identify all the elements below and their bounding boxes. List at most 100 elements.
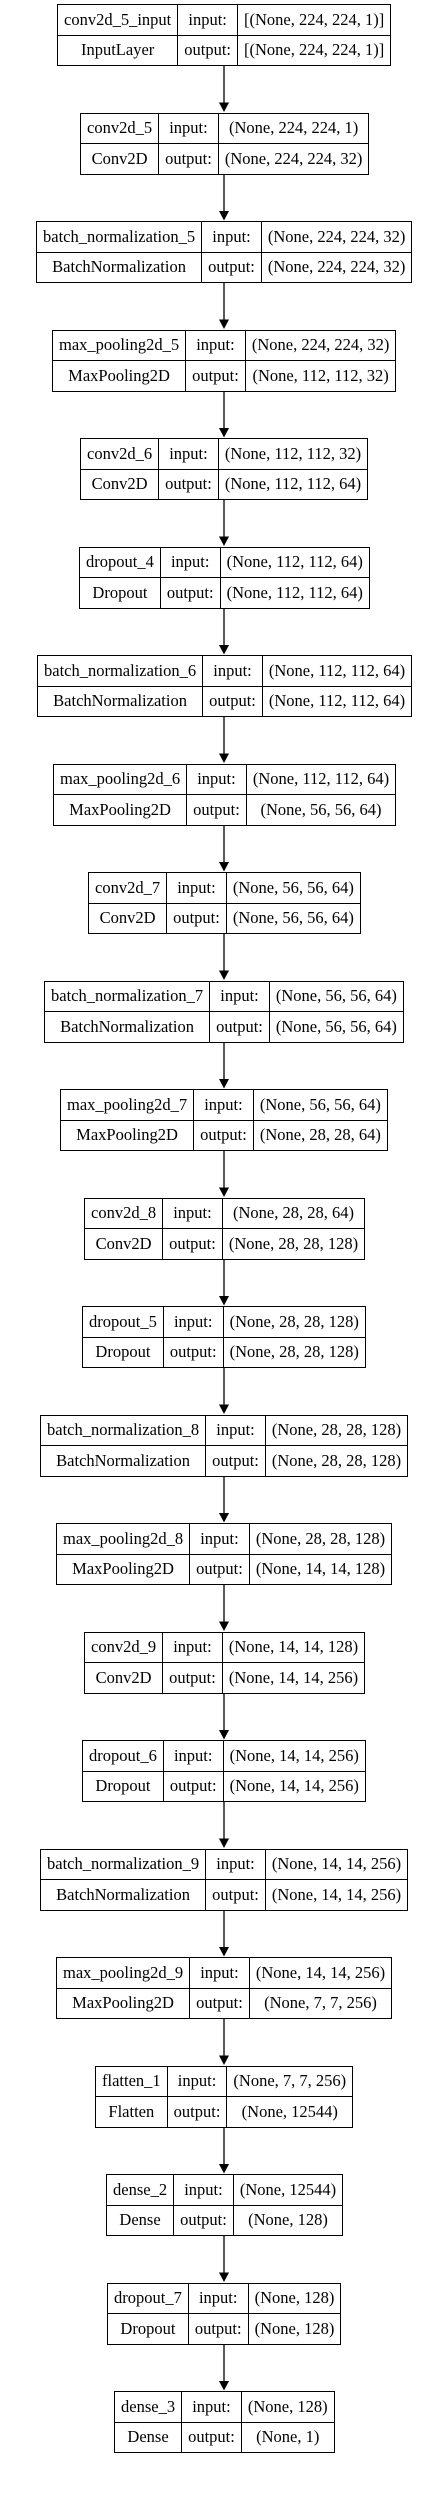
- shape-labels: input:output:: [166, 873, 226, 933]
- layer-name: dense_2: [113, 2179, 168, 2199]
- output-shape: (None, 14, 14, 256): [223, 1770, 365, 1802]
- layer-name: max_pooling2d_7: [67, 1094, 188, 1114]
- arrow-head: [219, 1079, 229, 1089]
- shape-values: (None, 224, 224, 32)(None, 224, 224, 32): [260, 222, 412, 282]
- shape-values: (None, 28, 28, 128)(None, 28, 28, 128): [222, 1307, 365, 1367]
- input-label: input:: [212, 226, 251, 246]
- output-shape: (None, 224, 224, 32): [218, 143, 369, 174]
- output-label: output:: [187, 794, 246, 825]
- arrow-head: [219, 1838, 229, 1848]
- output-shape: (None, 112, 112, 64): [220, 577, 369, 608]
- layer-type: InputLayer: [58, 34, 178, 66]
- shape-labels: input:output:: [162, 1741, 223, 1801]
- input-shape: (None, 128): [254, 2288, 335, 2307]
- shape-values: (None, 128)(None, 1): [240, 2392, 334, 2452]
- layer-type: Dense: [107, 2204, 174, 2236]
- shape-values: (None, 14, 14, 256)(None, 7, 7, 256): [248, 1958, 392, 2018]
- output-label: output:: [174, 2204, 233, 2236]
- layer-name: flatten_1: [102, 2071, 161, 2090]
- input-shape: (None, 112, 112, 32): [224, 443, 362, 463]
- layer-name: max_pooling2d_9: [63, 1962, 184, 1982]
- arrow-head: [219, 319, 229, 329]
- input-label: input:: [220, 986, 259, 1005]
- layer-type: BatchNormalization: [41, 1445, 206, 1476]
- output-shape: (None, 12544): [227, 2096, 353, 2127]
- shape-values: (None, 14, 14, 256)(None, 14, 14, 256): [222, 1741, 365, 1802]
- arrow-head: [219, 970, 229, 980]
- layer-type: Dropout: [83, 1770, 163, 1802]
- layer-name: batch_normalization_6: [44, 660, 197, 680]
- shape-labels: input:output:: [162, 1198, 222, 1259]
- output-shape: (None, 112, 112, 32): [245, 360, 396, 391]
- arrow-head: [219, 1621, 229, 1631]
- shape-labels: input:output:: [158, 439, 218, 499]
- arrow-head: [219, 1296, 229, 1306]
- output-label: output:: [194, 1119, 253, 1151]
- output-label: output:: [188, 2313, 248, 2344]
- output-label: output:: [167, 902, 226, 934]
- layer-type: Dropout: [108, 2313, 188, 2344]
- shape-labels: input: output:: [173, 2175, 233, 2235]
- layer-name: batch_normalization_9: [47, 1854, 200, 1873]
- input-shape: (None, 14, 14, 256): [255, 1962, 386, 1982]
- input-label: input:: [204, 1094, 243, 1114]
- shape-values: (None, 224, 224, 1)(None, 224, 224, 32): [217, 113, 369, 174]
- input-label: input:: [177, 2071, 217, 2090]
- layer-name: max_pooling2d_8: [63, 1528, 184, 1548]
- output-label: output:: [190, 1553, 249, 1585]
- arrow-head: [219, 2055, 229, 2065]
- layer-name: conv2d_9: [91, 1637, 157, 1656]
- input-label: input:: [173, 1311, 213, 1331]
- input-label: input:: [184, 2179, 223, 2199]
- input-shape: (None, 28, 28, 128): [229, 1311, 359, 1331]
- output-shape: (None, 56, 56, 64): [269, 1011, 403, 1042]
- shape-labels: input:output:: [189, 1958, 249, 2018]
- shape-labels: input: output:: [189, 1524, 249, 1584]
- layer-type: Flatten: [96, 2096, 167, 2127]
- input-label: input:: [169, 118, 208, 137]
- shape-values: (None, 7, 7, 256)(None, 12544): [226, 2066, 353, 2127]
- input-shape: (None, 28, 28, 128): [255, 1528, 386, 1548]
- arrow-head: [219, 1513, 229, 1523]
- input-shape: (None, 56, 56, 64): [275, 986, 397, 1005]
- layer-name: batch_normalization_8: [47, 1420, 200, 1439]
- input-label: input:: [200, 1528, 239, 1548]
- layer-type: BatchNormalization: [45, 1011, 210, 1042]
- output-label: output:: [190, 1987, 249, 2019]
- input-shape: (None, 112, 112, 64): [226, 552, 363, 571]
- layer-name: conv2d_5_input: [64, 9, 172, 29]
- output-shape: (None, 14, 14, 256): [222, 1662, 365, 1693]
- arrow-head: [219, 862, 229, 872]
- shape-labels: input:output:: [185, 330, 245, 391]
- shape-labels: input:output:: [202, 656, 262, 716]
- shape-values: (None, 56, 56, 64)(None, 28, 28, 64): [252, 1090, 387, 1150]
- shape-labels: input:output:: [205, 1849, 265, 1910]
- input-label: input:: [197, 769, 236, 788]
- layer-type: BatchNormalization: [38, 685, 203, 717]
- shape-values: (None, 112, 112, 32) (None, 112, 112, 64): [217, 439, 368, 500]
- output-label: output:: [178, 34, 238, 66]
- input-label: input:: [216, 1854, 255, 1873]
- shape-values: (None, 112, 112, 64)(None, 112, 112, 64): [261, 656, 412, 716]
- output-shape: (None, 112, 112, 64): [218, 468, 368, 500]
- output-label: output:: [163, 1228, 222, 1259]
- output-label: output:: [160, 577, 220, 608]
